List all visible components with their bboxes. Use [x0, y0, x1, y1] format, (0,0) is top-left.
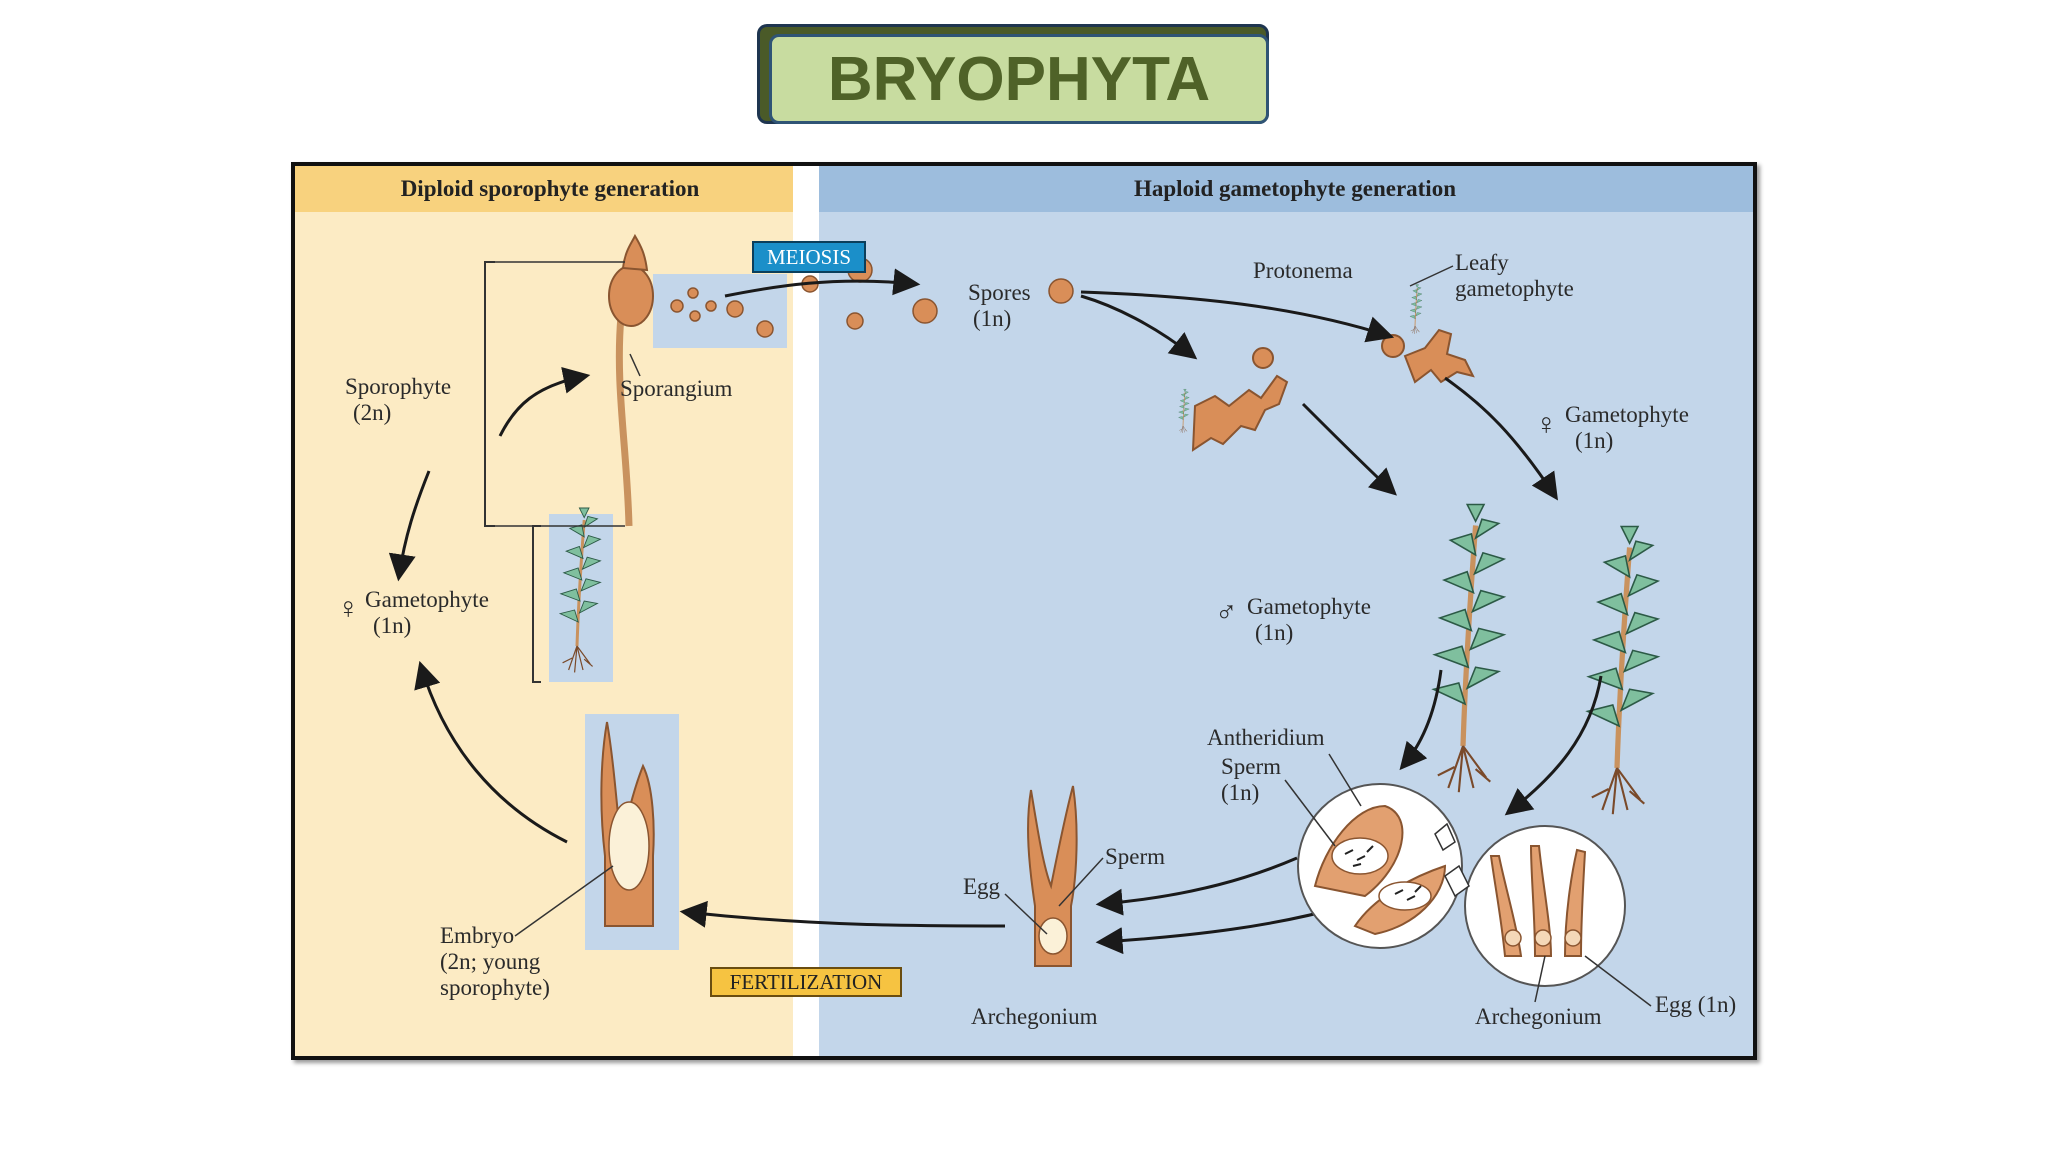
life-cycle-diagram: Diploid sporophyte generation Haploid ga… [291, 162, 1757, 1060]
archegonium-right-label: Archegonium [1475, 1004, 1602, 1029]
male-gametophyte-ploidy: (1n) [1255, 620, 1293, 645]
gametophyte-bracket [532, 525, 541, 683]
fertilization-tag [710, 967, 902, 997]
sporangium-label: Sporangium [620, 376, 733, 401]
meiosis-label: MEIOSIS [767, 245, 851, 269]
page-title: BRYOPHYTA [827, 44, 1211, 114]
egg-right-label: Egg (1n) [1655, 992, 1736, 1017]
female-gametophyte-left-label: Gametophyte [365, 587, 489, 612]
female-gametophyte-left-ploidy: (1n) [373, 613, 411, 638]
leafy-label: Leafy [1455, 250, 1509, 275]
sporophyte-ploidy: (2n) [353, 400, 391, 425]
embryo-ploidy: (2n; young [440, 949, 541, 974]
archegonium-center-illustration [1027, 785, 1078, 967]
fertilization-label: FERTILIZATION [730, 970, 883, 994]
haploid-header-band [819, 166, 1753, 212]
protonema-label: Protonema [1253, 258, 1353, 283]
spores-ploidy: (1n) [973, 306, 1011, 331]
embryo-illustration [608, 801, 650, 891]
cycle-arrows-left [388, 268, 1006, 928]
sperm-in-antheridium-ploidy: (1n) [1221, 780, 1259, 805]
generation-divider [793, 166, 819, 1056]
embryo-note: sporophyte) [440, 975, 550, 1000]
female-gametophyte-right-ploidy: (1n) [1575, 428, 1613, 453]
title-banner: BRYOPHYTA [757, 24, 1277, 134]
male-symbol: ♂ [1215, 596, 1238, 629]
released-spores [670, 257, 1074, 338]
female-gametophyte-right-label: Gametophyte [1565, 402, 1689, 427]
sporophyte-bracket [484, 261, 495, 527]
sperm-in-antheridium-label: Sperm [1221, 754, 1281, 779]
protonema-illustration [1191, 328, 1475, 452]
diploid-header: Diploid sporophyte generation [401, 176, 700, 201]
leafy-gametophyte-label: gametophyte [1455, 276, 1574, 301]
haploid-header: Haploid gametophyte generation [1134, 176, 1456, 201]
egg-label: Egg [963, 874, 1001, 899]
embryo-label: Embryo [440, 923, 514, 948]
spores-label: Spores [968, 280, 1031, 305]
life-cycle-svg: Diploid sporophyte generation Haploid ga… [295, 166, 1753, 1056]
sperm-label: Sperm [1105, 844, 1165, 869]
meiosis-tag [752, 241, 866, 273]
female-symbol-right: ♀ [1535, 408, 1558, 441]
title-box: BRYOPHYTA [769, 34, 1269, 124]
female-symbol-left: ♀ [337, 592, 360, 625]
sporophyte-label: Sporophyte [345, 374, 451, 399]
archegonium-center-label: Archegonium [971, 1004, 1098, 1029]
antheridium-label: Antheridium [1207, 725, 1325, 750]
female-gametophyte-box [549, 514, 613, 682]
male-gametophyte-label: Gametophyte [1247, 594, 1371, 619]
diploid-header-band [295, 166, 793, 212]
sporophyte-illustration [608, 233, 654, 527]
